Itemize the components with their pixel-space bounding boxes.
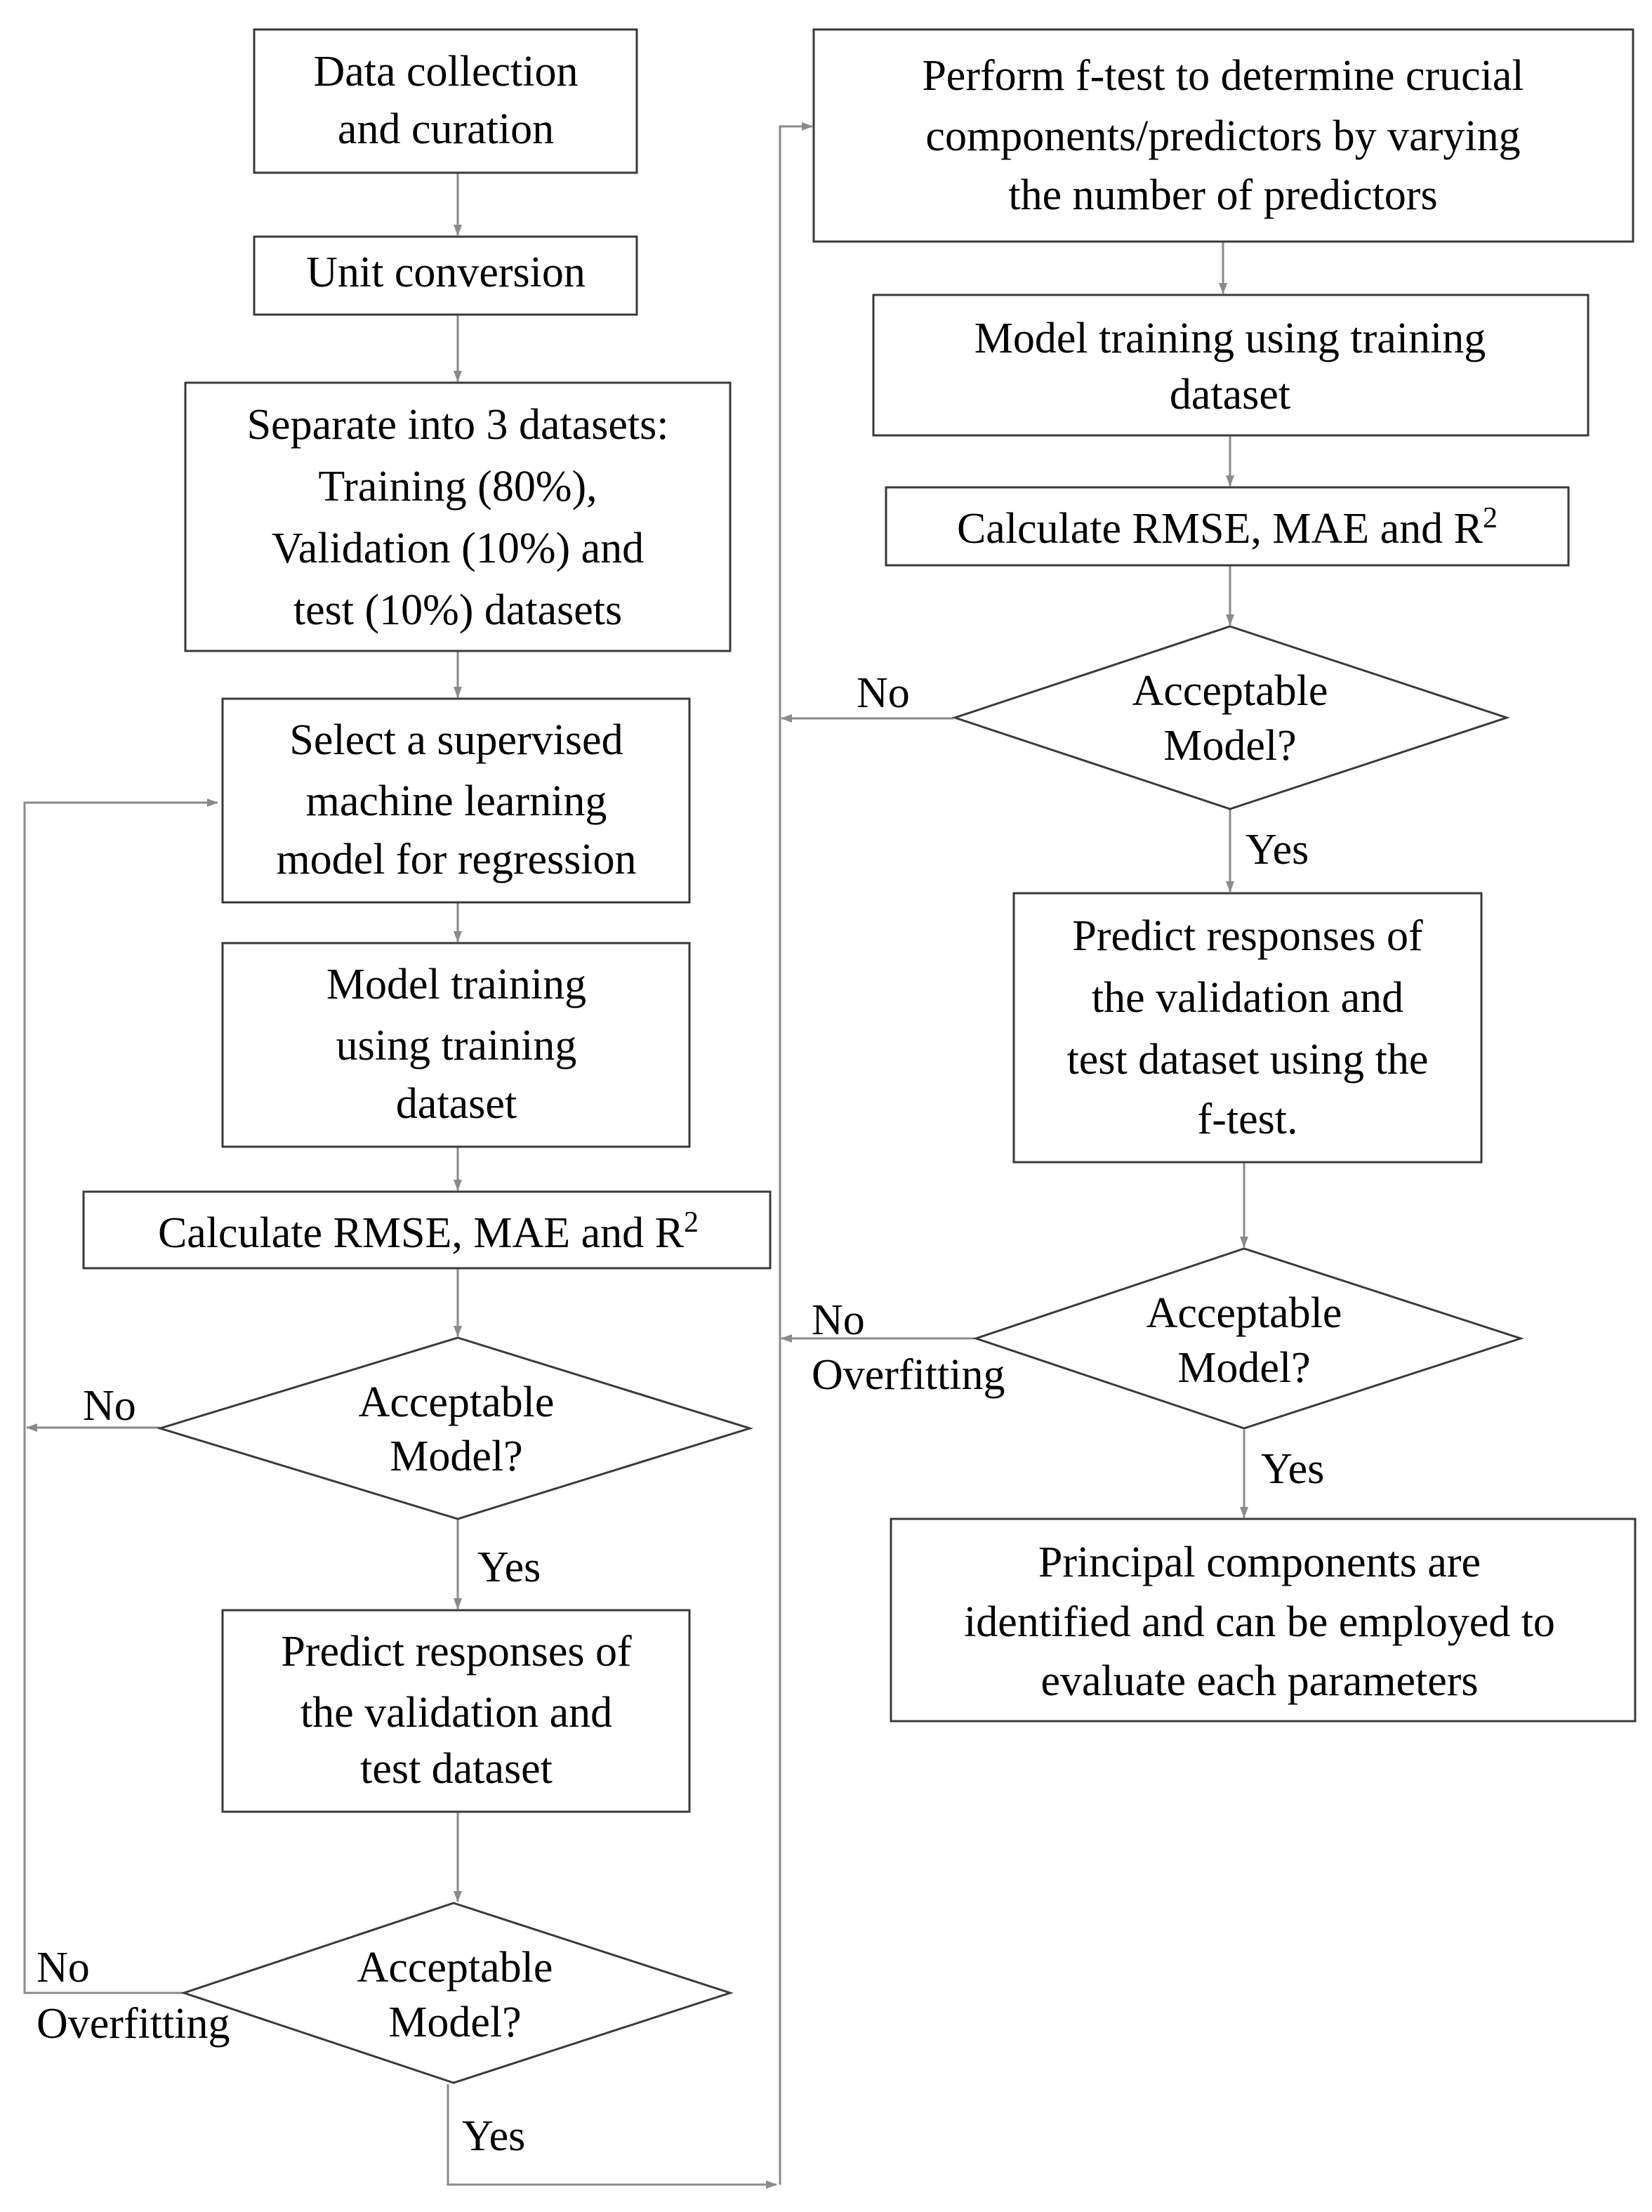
left-d2-yes-label: Yes (462, 2112, 525, 2160)
right-box3-sup: 2 (1483, 502, 1498, 534)
right-box1-line2: components/predictors by varying (925, 112, 1520, 160)
left-box-calculate-metrics: Calculate RMSE, MAE and R2 (82, 1190, 772, 1270)
right-box5-line2: identified and can be employed to (964, 1598, 1555, 1646)
right-d2-overfitting-label: Overfitting (812, 1351, 1005, 1399)
left-box-model-training: Model training using training dataset (221, 942, 691, 1148)
right-box4-line3: test dataset using the (1067, 1036, 1429, 1084)
right-d2-line1: Acceptable (1147, 1289, 1342, 1337)
left-box4-line3: model for regression (276, 836, 636, 883)
right-box2-line1: Model training using training (974, 315, 1486, 362)
svg-text:Perform f-test to determine cr: Perform f-test to determine crucial compo… (922, 52, 1524, 219)
left-box-predict-responses: Predict responses of the validation and te… (221, 1609, 691, 1813)
svg-text:Calculate RMSE, MAE and R2: Calculate RMSE, MAE and R2 (957, 502, 1498, 553)
right-d2-line2: Model? (1177, 1344, 1310, 1392)
left-box6-text: Calculate RMSE, MAE and R (158, 1209, 685, 1257)
right-box3-text: Calculate RMSE, MAE and R (957, 505, 1484, 553)
right-d1-line1: Acceptable (1132, 667, 1328, 715)
left-d2-line1: Acceptable (357, 1944, 553, 1992)
left-box-unit-conversion: Unit conversion (253, 235, 638, 316)
left-box1-line2: and curation (338, 105, 554, 153)
left-box3-line4: test (10%) datasets (293, 586, 622, 634)
left-d1-line2: Model? (390, 1433, 522, 1480)
left-d2-no-label: No (37, 1944, 90, 1992)
right-box1-line3: the number of predictors (1008, 171, 1437, 219)
left-box2-text: Unit conversion (306, 249, 586, 296)
arrow-d2-yes-to-right (447, 2084, 777, 2189)
left-box7-line1: Predict responses of (281, 1628, 632, 1676)
left-box7-line2: the validation and (300, 1689, 612, 1737)
left-d1-line1: Acceptable (359, 1378, 555, 1426)
left-box-separate-datasets: Separate into 3 datasets: Training (80%),… (184, 381, 732, 652)
right-box-f-test: Perform f-test to determine crucial compo… (812, 28, 1634, 243)
svg-text:Separate into 3 datasets:Train: Separate into 3 datasets: Training (80%),… (247, 401, 669, 634)
loop-overfitting-left (23, 798, 218, 1994)
right-box-principal-components: Principal components are identified and c… (890, 1518, 1637, 1723)
left-box-data-collection: Data collection and curation (253, 28, 638, 174)
left-d1-yes-label: Yes (477, 1543, 541, 1591)
right-d1-line2: Model? (1163, 722, 1296, 770)
left-box1-line1: Data collection (314, 48, 579, 96)
left-box5-line2: using training (336, 1022, 577, 1069)
right-d2-yes-label: Yes (1261, 1445, 1324, 1493)
left-connectors (23, 173, 777, 2189)
right-box4-line1: Predict responses of (1072, 912, 1423, 960)
left-d1-no-label: No (83, 1382, 136, 1430)
right-box5-line1: Principal components are (1038, 1539, 1481, 1586)
right-d1-yes-label: Yes (1245, 826, 1309, 874)
right-connectors (779, 122, 1248, 2185)
arrow-bus-to-ftest (779, 122, 813, 2185)
left-box5-line1: Model training (326, 961, 586, 1008)
left-box5-line3: dataset (396, 1080, 517, 1128)
left-box3-line1: Separate into 3 datasets: (247, 401, 669, 449)
right-box4-line4: f-test. (1198, 1095, 1298, 1143)
right-d2-no-label: No (812, 1296, 865, 1344)
svg-text:Calculate RMSE, MAE and R2: Calculate RMSE, MAE and R2 (158, 1206, 699, 1257)
right-box-predict-responses: Predict responses of the validation and te… (1012, 892, 1483, 1164)
left-box4-line1: Select a supervised (289, 716, 623, 764)
right-box-model-training: Model training using training dataset (872, 294, 1590, 437)
left-box7-line3: test dataset (360, 1745, 553, 1793)
right-box2-line2: dataset (1170, 371, 1290, 419)
right-d1-no-label: No (857, 669, 910, 717)
left-d2-line2: Model? (388, 1999, 521, 2046)
right-box-calculate-metrics: Calculate RMSE, MAE and R2 (885, 486, 1570, 567)
right-box1-line1: Perform f-test to determine crucial (922, 52, 1524, 100)
right-box4-line2: the validation and (1092, 974, 1403, 1022)
left-box4-line2: machine learning (306, 777, 607, 825)
left-box3-line2: Training (80%), (318, 463, 597, 511)
left-box6-sup: 2 (684, 1206, 699, 1239)
left-box-select-model: Select a supervised machine learning model… (221, 697, 691, 904)
right-box5-line3: evaluate each parameters (1040, 1657, 1478, 1705)
left-d2-overfitting-label: Overfitting (37, 2000, 230, 2048)
left-box3-line3: Validation (10%) and (272, 525, 644, 572)
